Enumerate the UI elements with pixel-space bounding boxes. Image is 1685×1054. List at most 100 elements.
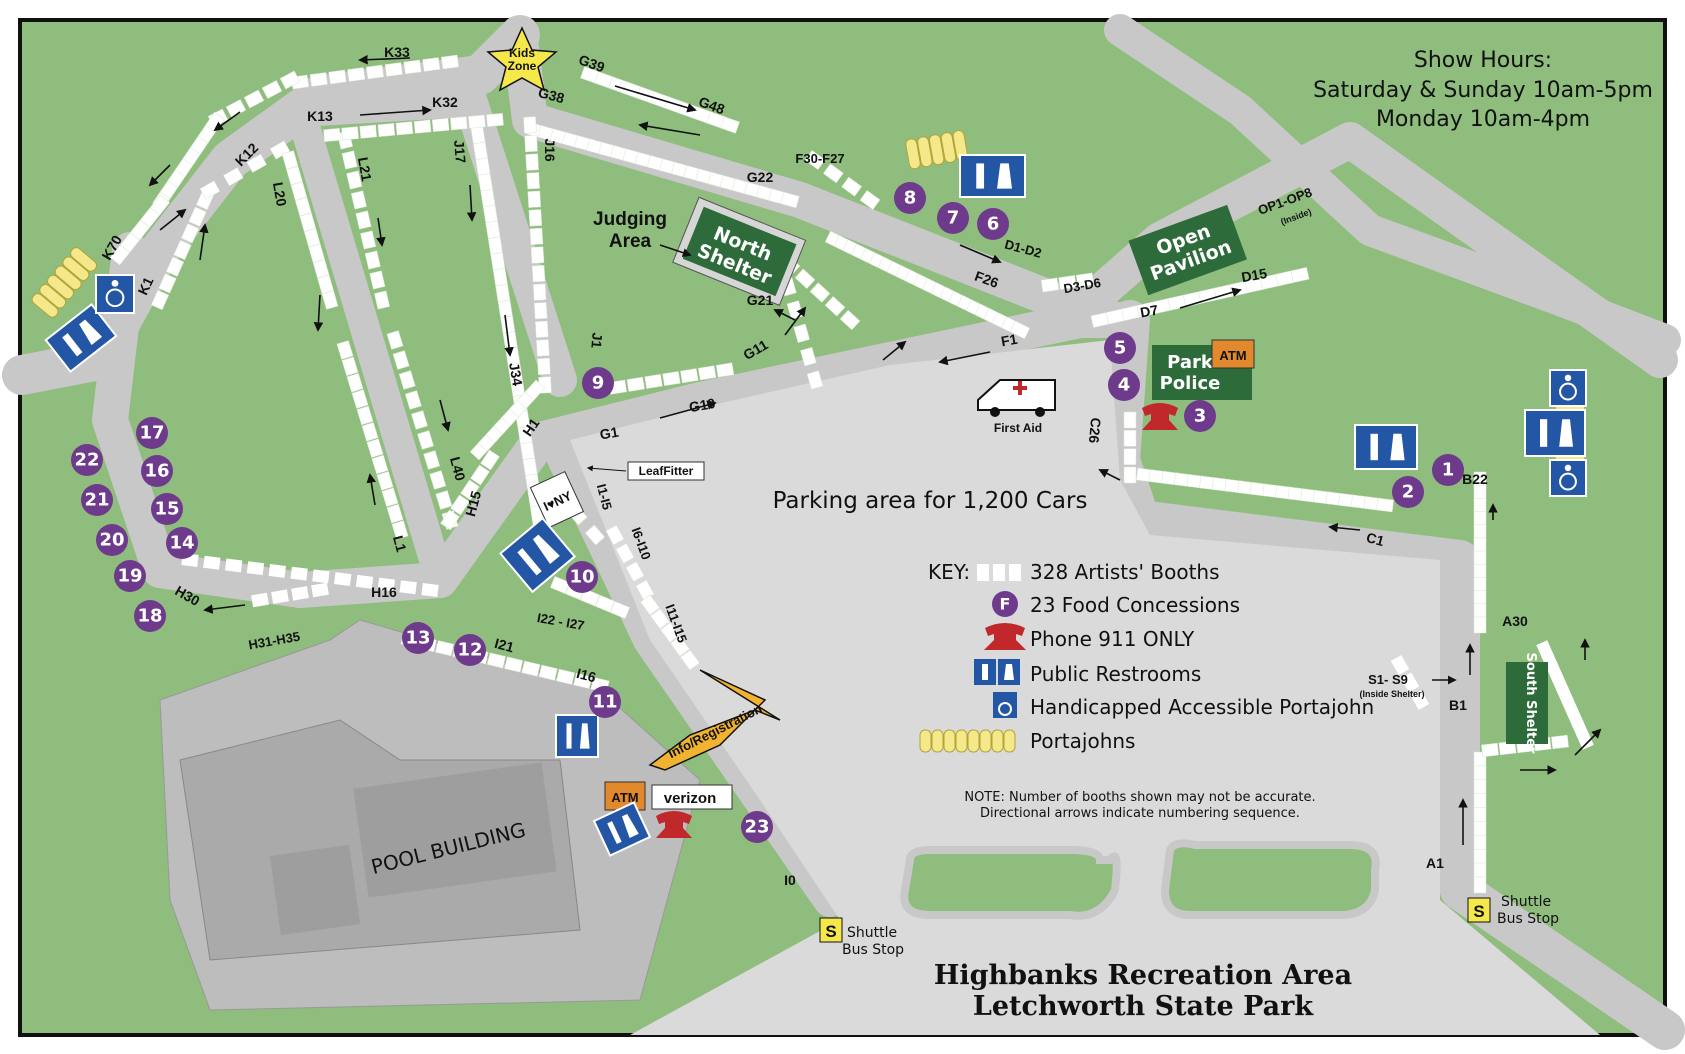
food-concession-10: 10 [566,561,598,593]
booth [480,449,500,471]
food-circle [582,367,614,399]
booth-label-d3d6: D3-D6 [1062,275,1102,296]
kids-zone: Kids Zone [486,26,558,92]
food-concession-11: 11 [589,686,621,718]
booth-label-g22: G22 [747,169,774,185]
booth [261,80,283,99]
booth [468,114,486,129]
booth [355,210,372,230]
food-number: 17 [139,423,164,444]
i-love-ny-sign: I♥NY [529,470,585,529]
atm-pool [604,781,646,811]
booth [535,320,549,338]
grass-island-right [1160,839,1380,919]
food-concession-14: 14 [166,527,198,559]
booth [800,347,817,367]
food-number: 12 [457,640,482,661]
portajohn [928,134,945,166]
portajohn [919,729,932,753]
booth [485,220,501,239]
food-circle [134,600,166,632]
booth [341,150,358,170]
food-number: 6 [987,214,1000,235]
grass-island-left [900,846,1121,920]
booth-label-h16: H16 [371,584,397,600]
booth-label-g21: G21 [747,292,774,308]
booth [165,256,185,277]
booth [1473,793,1487,810]
portajohn [931,729,944,753]
food-number: 13 [405,628,430,649]
restroom-icon [974,659,1020,685]
booth [431,118,450,132]
food-number: 22 [74,450,99,471]
booth-label-i0: I0 [784,872,796,888]
booth [1473,821,1487,838]
star-icon [486,26,558,92]
booth-label-f26: F26 [973,268,1001,291]
booth-label-l1: L1 [390,534,410,554]
booth [1009,320,1031,340]
food-concession-5: 5 [1104,332,1136,364]
booth [440,509,460,531]
booth [609,601,631,619]
handicap-icon [1549,369,1587,407]
pool [353,762,557,898]
portajohn [54,265,82,291]
portajohn [917,136,933,168]
booth [1410,690,1430,710]
food-concession-15: 15 [151,493,183,525]
direction-arrow [359,105,432,116]
booth [346,170,363,190]
booth [243,89,265,109]
booth [1075,272,1095,288]
food-number: 4 [1118,375,1131,396]
booth [555,668,575,685]
booth [528,209,543,227]
food-concession-18: 18 [134,600,166,632]
portajohn-cluster [905,130,969,170]
food-concession-13: 13 [402,622,434,654]
food-number: 20 [99,530,124,551]
shuttle-right-line2: Bus Stop [1497,911,1559,927]
food-circle [151,493,183,525]
booth [334,572,352,587]
food-circle [166,527,198,559]
food-concession-2: 2 [1392,476,1424,508]
key-restrooms: Public Restrooms [1030,662,1201,686]
booth-label-l21: L21 [355,156,375,183]
atm-police-label: ATM [1219,348,1246,363]
booth [323,128,341,142]
shuttle-left-line1: Shuttle [847,925,897,941]
booth [377,123,396,137]
booth-label-c1: C1 [1365,529,1387,549]
booth [399,580,417,595]
food-number: 7 [947,208,960,229]
booth [386,330,404,350]
food-concession-21: 21 [81,484,113,516]
shuttle-left-line2: Bus Stop [842,942,904,958]
booth [524,379,546,401]
show-hours-weekend: Saturday & Sunday 10am-5pm [1313,78,1653,103]
booth [525,153,539,171]
direction-arrow [1574,728,1602,756]
booth [650,608,670,630]
food-circle [1108,369,1140,401]
booth [199,180,221,200]
booth [1473,616,1487,634]
booth [486,113,504,127]
booth [680,368,699,384]
direction-arrow [938,351,991,366]
direction-arrow [659,400,717,419]
direction-arrow [313,294,324,332]
booth [365,64,385,80]
restroom-icon [555,714,599,758]
booth [1473,807,1487,824]
booth [366,438,384,458]
food-number: 1 [1442,460,1455,481]
park-police-line2: Police [1160,373,1221,394]
food-circle [589,686,621,718]
booth [1473,765,1487,783]
booth [223,167,244,187]
portajohn [955,729,968,753]
